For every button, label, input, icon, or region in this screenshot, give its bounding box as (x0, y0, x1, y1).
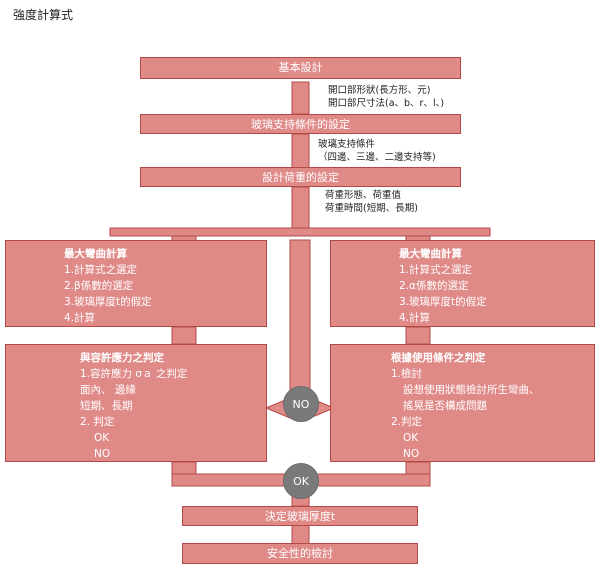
note-support-line-2: （四邊、三邊、二邊支持等) (318, 152, 436, 163)
right-judge-box: 根據使用條件之判定 1.檢討 設想使用狀態檢討所生彎曲、 搖晃是否構成問題 2.… (330, 344, 595, 462)
right-calc-line-2: 2.α係數的選定 (399, 280, 469, 292)
connector-no-loop-vertical (289, 239, 311, 406)
right-judge-line-6: NO (403, 448, 420, 460)
connector-support-load (291, 133, 310, 169)
step-load-setting: 設計荷重的設定 (140, 167, 461, 187)
right-judge-line-5: OK (403, 432, 419, 444)
right-judge-line-3: 搖晃是否構成問題 (403, 400, 487, 412)
left-judge-heading: 與容許應力之判定 (80, 352, 164, 364)
left-judge-line-6: NO (94, 448, 111, 460)
right-calc-box: 最大彎曲計算 1.計算式之選定 2.α係數的選定 3.玻璃厚度t的假定 4.計算 (330, 240, 595, 327)
left-calc-heading: 最大彎曲計算 (64, 248, 127, 260)
diagram-title: 強度計算式 (13, 8, 74, 22)
note-load-line-1: 荷重形態、荷重值 (325, 190, 402, 201)
connector-split-bar (109, 227, 491, 237)
step-thickness: 決定玻璃厚度t (182, 506, 418, 526)
left-calc-line-4: 4.計算 (64, 312, 96, 324)
left-calc-box: 最大彎曲計算 1.計算式之選定 2.β係數的選定 3.玻璃厚度t的假定 4.計算 (5, 240, 267, 327)
step-safety: 安全性的檢討 (182, 543, 418, 564)
connector-thickness-safety (291, 523, 310, 545)
connector-left-calc-judge (171, 326, 197, 345)
note-support-line-1: 玻璃支持條件 (318, 139, 376, 150)
connector-load-split (291, 186, 310, 230)
left-judge-line-2: 面內、 邊緣 (80, 384, 136, 396)
right-calc-line-3: 3.玻璃厚度t的假定 (399, 296, 487, 308)
note-basic-line-1: 開口部形狀(長方形、元) (328, 85, 431, 96)
right-calc-heading: 最大彎曲計算 (399, 248, 462, 260)
note-basic: 開口部形狀(長方形、元) 開口部尺寸法(a、b、r、l、) (328, 84, 444, 110)
left-judge-line-5: OK (94, 432, 110, 444)
connector-right-calc-judge (405, 326, 431, 345)
step-support-setting: 玻璃支持條件的設定 (140, 114, 461, 134)
left-calc-line-3: 3.玻璃厚度t的假定 (64, 296, 152, 308)
note-load: 荷重形態、荷重值 荷重時間(短期、長期) (325, 189, 418, 215)
right-judge-heading: 根據使用條件之判定 (391, 352, 486, 364)
left-calc-line-1: 1.計算式之選定 (64, 264, 138, 276)
note-basic-line-2: 開口部尺寸法(a、b、r、l、) (328, 98, 445, 109)
left-judge-line-4: 2. 判定 (80, 416, 115, 428)
right-judge-line-1: 1.檢討 (391, 368, 423, 380)
note-load-line-2: 荷重時間(短期、長期) (325, 203, 418, 214)
ok-circle: OK (283, 463, 319, 499)
left-calc-line-2: 2.β係數的選定 (64, 280, 134, 292)
left-judge-line-1: 1.容許應力 σａ 之判定 (80, 368, 188, 380)
step-basic-design: 基本設計 (140, 57, 461, 79)
no-circle: NO (283, 386, 319, 422)
left-judge-line-3: 短期、長期 (80, 400, 133, 412)
right-calc-line-1: 1.計算式之選定 (399, 264, 473, 276)
left-judge-box: 與容許應力之判定 1.容許應力 σａ 之判定 面內、 邊緣 短期、長期 2. 判… (5, 344, 267, 462)
connector-basic-support (291, 81, 310, 115)
right-calc-line-4: 4.計算 (399, 312, 431, 324)
right-judge-line-4: 2.判定 (391, 416, 423, 428)
note-support: 玻璃支持條件 （四邊、三邊、二邊支持等) (318, 138, 436, 164)
right-judge-line-2: 設想使用狀態檢討所生彎曲、 (403, 384, 540, 396)
